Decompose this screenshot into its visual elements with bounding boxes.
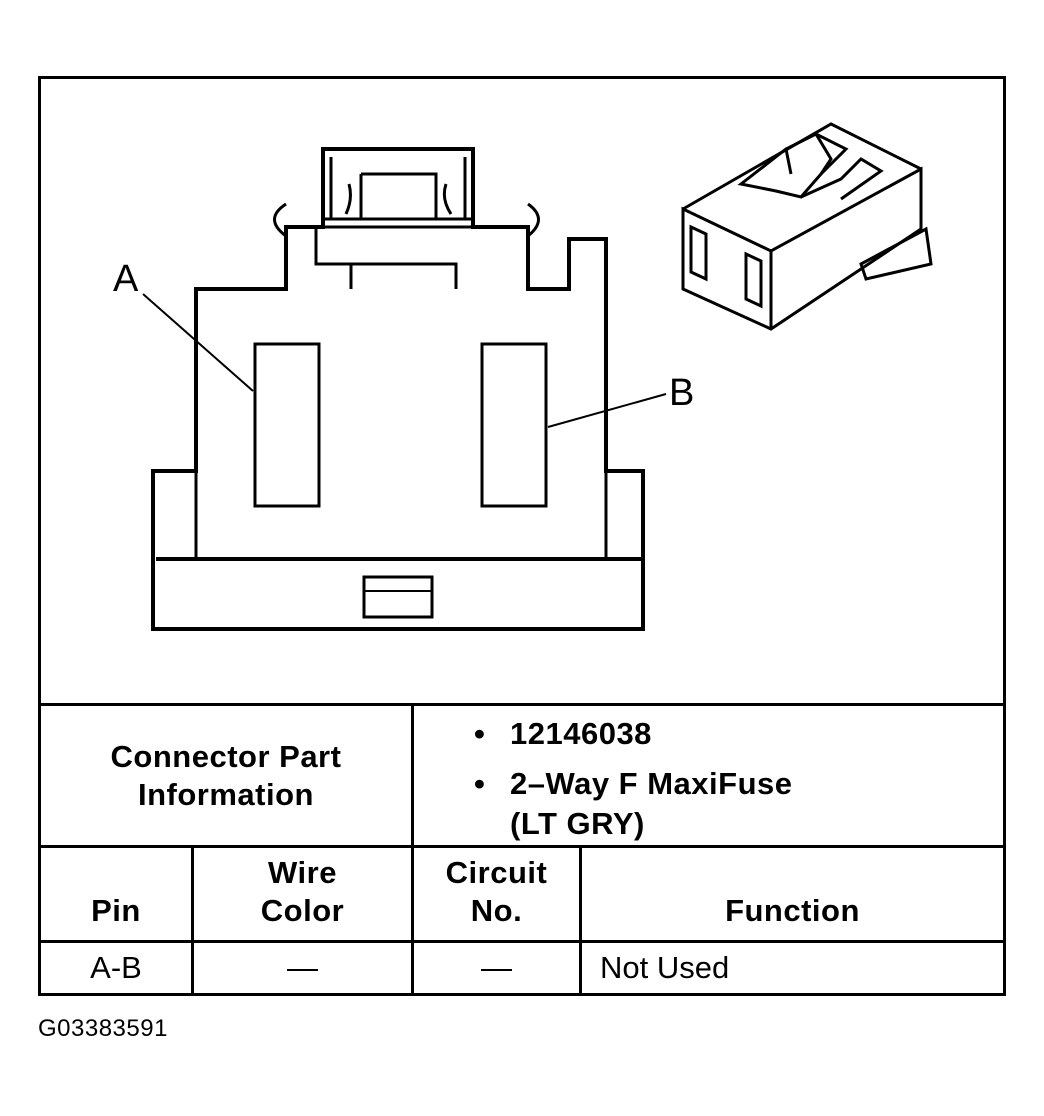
terminal-cavity-b <box>480 342 548 508</box>
bullet-glyph: • <box>474 766 486 801</box>
callout-b-leader <box>547 393 667 428</box>
table-row-function: Not Used <box>582 943 1003 993</box>
connector-end-view-drawing: A B <box>113 122 933 631</box>
part-number: 12146038 <box>510 716 652 751</box>
header-circuit-no-line1: Circuit <box>445 855 548 890</box>
callout-a-leader <box>142 293 254 392</box>
callout-a-label: A <box>113 258 139 300</box>
connector-part-info-label: Connector Part Information <box>41 703 414 848</box>
connector-part-info-label-line2: Information <box>137 776 314 812</box>
header-wire-color-line1: Wire <box>268 855 337 890</box>
header-circuit-no: Circuit No. <box>414 848 582 943</box>
connector-right-post <box>604 469 643 559</box>
table-row-circuit-no: — <box>414 943 582 993</box>
connector-part-info-values: • 12146038 • 2–Way F MaxiFuse (LT GRY) <box>414 703 1003 848</box>
connector-left-bump <box>273 202 287 238</box>
connector-key-slot <box>362 575 434 619</box>
connector-part-info-label-line1: Connector Part <box>110 738 342 774</box>
header-pin: Pin <box>41 848 194 943</box>
figure-id: G03383591 <box>38 1015 168 1042</box>
connector-isometric-icon <box>681 122 933 331</box>
pin-value: A-B <box>90 950 142 985</box>
description-line1: 2–Way F MaxiFuse <box>510 766 793 801</box>
description-line2: (LT GRY) <box>510 806 645 841</box>
callout-b-label: B <box>669 372 694 414</box>
connector-left-post <box>153 469 198 559</box>
header-pin-line1: Pin <box>91 893 141 928</box>
header-function: Function <box>582 848 1003 943</box>
header-wire-color-line2: Color <box>260 893 345 928</box>
terminal-cavity-a <box>253 342 321 508</box>
circuit-no-value: — <box>481 950 512 985</box>
header-circuit-no-line2: No. <box>470 893 523 928</box>
table-row-wire-color: — <box>194 943 414 993</box>
connector-latch-block <box>286 217 528 289</box>
connector-latch-inner <box>329 157 467 219</box>
description-item: • 2–Way F MaxiFuse (LT GRY) <box>474 764 793 844</box>
connector-sheet: A B Connector Part Information • 1214603… <box>38 76 1006 996</box>
function-value: Not Used <box>600 950 730 985</box>
wire-color-value: — <box>287 950 318 985</box>
connector-right-bump <box>527 202 540 238</box>
bullet-glyph: • <box>474 716 486 751</box>
header-wire-color: Wire Color <box>194 848 414 943</box>
table-row-pin: A-B <box>41 943 194 993</box>
header-function-line1: Function <box>725 893 860 928</box>
part-number-item: • 12146038 <box>474 714 793 754</box>
